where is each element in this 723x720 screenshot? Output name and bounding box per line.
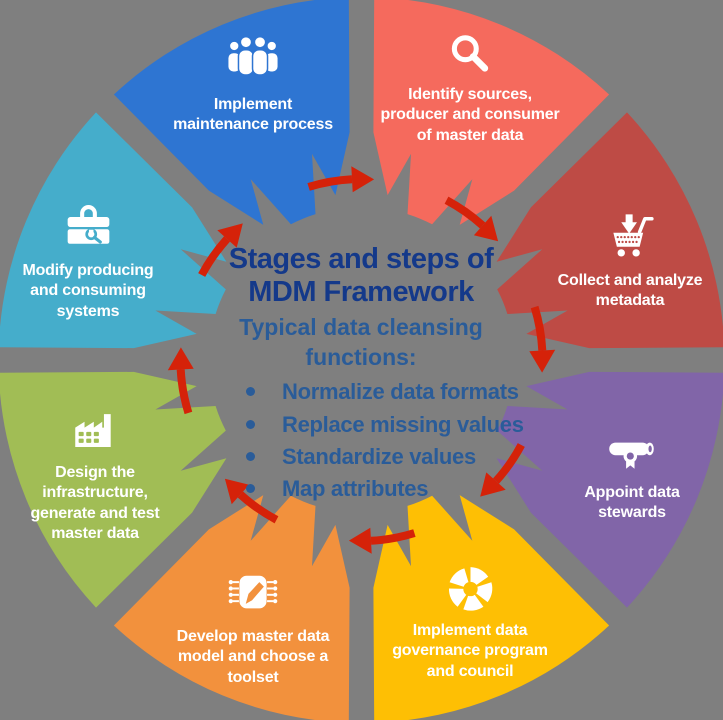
cycle-arrow-head [351,166,375,193]
list-item-text: Standardize values [282,443,476,469]
segment-modify-systems: Modify producing and consuming systems [0,198,181,322]
list-item-text: Replace missing values [282,411,524,437]
cycle-arrow-head [217,223,243,248]
cycle-arrow-shaft [530,305,547,351]
segment-develop-model: Develop master data model and choose a t… [143,564,363,688]
list-item: Map attributes [246,476,552,501]
cycle-arrow-head [480,472,506,497]
segment-design-infrastructure: Design the infrastructure, generate and … [8,404,183,544]
diploma-icon [609,442,654,469]
diagram-subtitle: Typical data cleansing functions: [239,313,483,370]
magnifier-icon [451,35,489,72]
diagram-title: Stages and steps of MDM Framework [228,243,494,308]
people-group-icon [226,35,280,76]
segment-wedge-modify-systems [0,112,227,349]
segment-label: Implement data governance program and co… [392,622,548,680]
aperture-icon [448,567,492,611]
cycle-arrow-shaft [370,529,416,545]
cycle-arrow-head [529,349,556,373]
segment-wedge-collect-metadata [496,112,723,349]
factory-icon [74,414,111,448]
cycle-arrow-shaft [444,196,486,229]
cycle-arrow-head [473,215,499,242]
cycle-arrow-shaft [198,236,231,277]
center-text-block: Stages and steps of MDM Framework Typica… [170,243,552,508]
segment-label: Identify sources, producer and consumer … [380,86,560,144]
segment-implement-maintenance: Implement maintenance process [148,30,358,136]
segment-wedge-design-infrastructure [0,371,227,608]
segment-wedge-appoint-stewards [496,371,723,608]
cycle-arrow-head [167,347,194,371]
segment-wedge-implement-maintenance [113,0,350,225]
list-item: Replace missing values [246,412,552,437]
list-item-text: Map attributes [282,476,429,502]
list-item: Normalize data formats [246,379,552,404]
bullet-dot [246,451,255,461]
segment-wedge-develop-model [113,495,350,720]
segment-appoint-stewards: Appoint data stewards [557,424,707,524]
segment-label: Develop master data model and choose a t… [176,628,330,686]
segment-governance: Implement data governance program and co… [363,562,578,682]
segment-label: Modify producing and consuming systems [22,262,154,320]
list-item-text: Normalize data formats [282,379,519,405]
bullet-dot [246,387,255,397]
list-item: Standardize values [246,444,552,469]
bullet-dot [246,484,255,494]
segment-label: Implement maintenance process [173,96,333,134]
segment-wedge-identify-sources [373,0,610,225]
cycle-arrow-shaft [237,491,279,524]
segment-label: Design the infrastructure, generate and … [30,464,160,542]
segment-identify-sources: Identify sources, producer and consumer … [354,30,586,146]
cycle-arrow-head [348,527,372,554]
cycle-arrow-shaft [176,369,193,415]
chip-pen-icon [228,575,278,609]
segment-wedge-governance [373,495,610,720]
cart-download-icon [613,214,654,257]
cycle-arrow-shaft [492,443,525,484]
segment-label: Collect and analyze metadata [557,272,703,310]
cleansing-functions-list: Normalize data formats Replace missing v… [246,379,552,501]
toolbox-icon [67,205,109,244]
cycle-arrow-shaft [307,175,353,191]
bullet-dot [246,419,255,429]
cycle-arrow-head [224,478,250,505]
segment-label: Appoint data stewards [584,484,680,522]
segment-collect-metadata: Collect and analyze metadata [540,210,720,312]
